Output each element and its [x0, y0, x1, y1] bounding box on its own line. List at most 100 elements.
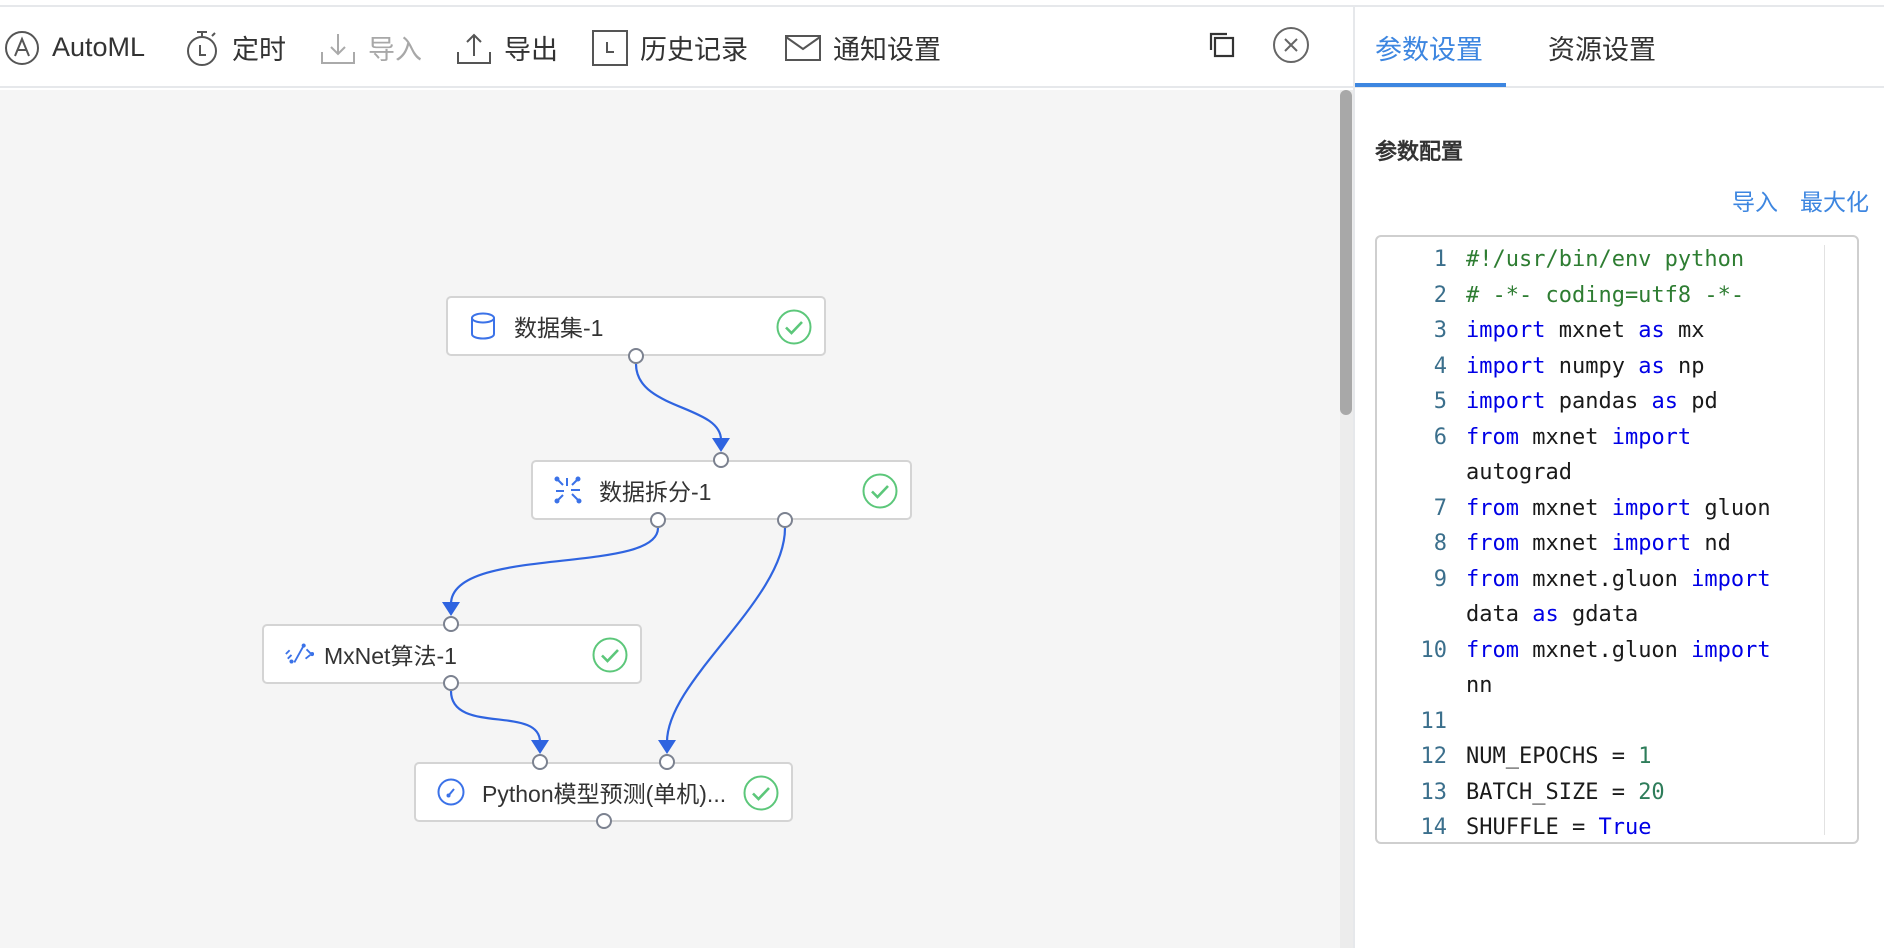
timer-label: 定时 — [232, 35, 286, 65]
code-token: mxnet.gluon — [1518, 566, 1692, 592]
line-text: import pandas as pd — [1466, 389, 1718, 414]
line-text: from mxnet import gluon — [1466, 496, 1771, 521]
code-line: data as gdata — [1377, 597, 1827, 633]
code-token: import — [1611, 424, 1692, 450]
import-icon — [320, 30, 356, 66]
export-label: 导出 — [504, 35, 558, 65]
code-lines: 1 #!/usr/bin/env python 2 # -*- coding=utf8… — [1377, 242, 1827, 842]
node-dataset-output-port[interactable] — [628, 348, 644, 364]
code-token: np — [1664, 353, 1705, 379]
code-token: as — [1638, 353, 1665, 379]
export-button[interactable]: 导出 — [456, 7, 558, 88]
code-token: 1 — [1638, 744, 1652, 770]
line-number: 14 — [1420, 815, 1448, 841]
maximize-link[interactable]: 最大化 — [1800, 189, 1869, 215]
code-line: 10 from mxnet.gluon import — [1377, 633, 1827, 669]
node-mxnet-input-port[interactable] — [443, 616, 459, 632]
code-token: # -*- coding=utf8 -*- — [1466, 282, 1745, 308]
code-token: mxnet — [1518, 424, 1612, 450]
close-button[interactable] — [1271, 7, 1311, 88]
line-number: 2 — [1433, 282, 1447, 308]
code-token: True — [1598, 815, 1652, 841]
import-button[interactable]: 导入 — [320, 7, 422, 88]
node-python-predict-input-port-2[interactable] — [659, 754, 675, 770]
node-dataset[interactable]: 数据集-1 — [446, 296, 826, 356]
line-text: nn — [1466, 673, 1493, 698]
settings-tabs: 参数设置 资源设置 — [1355, 7, 1884, 88]
close-circle-icon — [1272, 26, 1310, 69]
code-token: from — [1466, 566, 1519, 592]
code-token: nn — [1466, 673, 1493, 699]
line-text: import mxnet as mx — [1466, 318, 1704, 343]
node-data-split-output-port-1[interactable] — [650, 512, 666, 528]
predict-icon — [436, 777, 466, 807]
node-data-split[interactable]: 数据拆分-1 — [531, 460, 912, 520]
tab-parameter-settings[interactable]: 参数设置 — [1375, 35, 1483, 65]
node-python-predict-input-port-1[interactable] — [532, 754, 548, 770]
notification-settings-label: 通知设置 — [833, 35, 941, 65]
code-token: pandas — [1545, 389, 1652, 415]
code-editor[interactable]: 1 #!/usr/bin/env python 2 # -*- coding=utf8… — [1375, 235, 1859, 844]
import-link[interactable]: 导入 — [1732, 189, 1778, 215]
code-line: 11 — [1377, 704, 1827, 740]
code-token: SHUFFLE = — [1466, 815, 1599, 841]
code-token: import — [1691, 637, 1771, 663]
mail-icon — [785, 30, 821, 66]
line-number: 8 — [1433, 531, 1447, 557]
code-token: import — [1611, 495, 1692, 521]
line-number: 12 — [1420, 744, 1448, 770]
timer-button[interactable]: 定时 — [184, 7, 286, 88]
line-number: 7 — [1433, 495, 1447, 521]
node-python-predict-output-port[interactable] — [596, 813, 612, 829]
line-text: #!/usr/bin/env python — [1466, 247, 1744, 272]
restore-window-button[interactable] — [1202, 7, 1242, 88]
code-token: #!/usr/bin/env python — [1466, 247, 1745, 273]
section-title: 参数配置 — [1375, 139, 1464, 164]
line-text: autograd — [1466, 460, 1572, 485]
success-check-icon — [592, 637, 628, 673]
code-token: as — [1532, 602, 1559, 628]
automl-button[interactable]: AutoML — [4, 7, 145, 88]
history-button[interactable]: 历史记录 — [592, 7, 748, 88]
line-text: data as gdata — [1466, 602, 1638, 627]
tab-resource-settings[interactable]: 资源设置 — [1548, 35, 1656, 65]
node-mxnet-output-port[interactable] — [443, 675, 459, 691]
settings-panel: 参数设置 资源设置 参数配置 导入 最大化 1 #!/usr/bin/env py… — [1355, 7, 1884, 948]
node-data-split-output-port-2[interactable] — [777, 512, 793, 528]
code-token: 20 — [1638, 779, 1665, 805]
line-text: from mxnet import — [1466, 425, 1691, 450]
restore-window-icon — [1209, 32, 1235, 63]
notification-settings-button[interactable]: 通知设置 — [785, 7, 941, 88]
line-text: from mxnet.gluon import — [1466, 638, 1771, 663]
canvas-scrollbar-thumb[interactable] — [1340, 90, 1352, 415]
node-python-predict[interactable]: Python模型预测(单机)... — [414, 762, 793, 822]
node-data-split-input-port[interactable] — [713, 452, 729, 468]
line-number: 10 — [1420, 637, 1448, 663]
node-label: Python模型预测(单机)... — [482, 781, 727, 807]
panel-divider — [1353, 7, 1355, 948]
line-text: # -*- coding=utf8 -*- — [1466, 283, 1744, 308]
node-label: 数据拆分-1 — [599, 479, 712, 505]
code-line: 2 # -*- coding=utf8 -*- — [1377, 278, 1827, 314]
success-check-icon — [743, 775, 779, 811]
split-icon — [553, 475, 583, 505]
code-token: gdata — [1558, 602, 1639, 628]
code-token: BATCH_SIZE = — [1466, 779, 1639, 805]
line-number: 5 — [1433, 389, 1447, 415]
success-check-icon — [862, 473, 898, 509]
line-text: import numpy as np — [1466, 354, 1704, 379]
code-token: from — [1466, 531, 1519, 557]
window-top-border — [0, 0, 1884, 7]
code-token: mxnet — [1545, 318, 1639, 344]
history-icon — [592, 29, 628, 66]
code-token: from — [1466, 495, 1519, 521]
code-token: from — [1466, 637, 1519, 663]
history-label: 历史记录 — [640, 35, 748, 65]
node-label: MxNet算法-1 — [324, 643, 457, 669]
code-line: 5 import pandas as pd — [1377, 384, 1827, 420]
